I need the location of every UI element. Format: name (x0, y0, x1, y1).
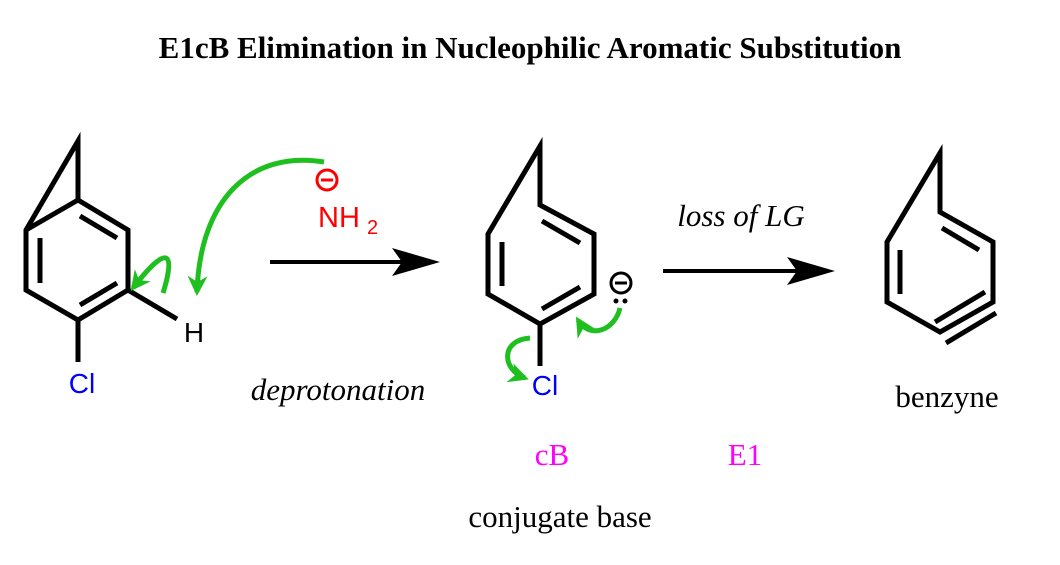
reactant-hydrogen: H (184, 317, 204, 348)
reagent-amide: NH 2 (315, 168, 378, 239)
reaction-arrow-1 (270, 248, 440, 276)
label-cb: cB (535, 437, 569, 472)
product-benzyne (884, 143, 998, 346)
intermediate-chlorine: Cl (532, 370, 558, 401)
reactant-chlorine: Cl (69, 368, 95, 399)
curved-arrow-base-to-h (187, 157, 325, 296)
step1-label: deprotonation (251, 372, 426, 407)
curved-arrow-ch-bond (130, 255, 172, 294)
curved-arrow-c-cl-bond (505, 335, 531, 383)
curved-arrow-lone-pair (575, 307, 623, 339)
reagent-subscript: 2 (367, 217, 378, 239)
reactant-chlorotoluene: Cl H (23, 131, 204, 399)
reaction-arrow-2 (663, 257, 835, 285)
intermediate-label: conjugate base (468, 499, 651, 534)
label-e1: E1 (728, 437, 762, 472)
intermediate-carbanion: Cl (485, 136, 633, 401)
product-label: benzyne (895, 379, 998, 414)
reagent-nh: NH (318, 202, 360, 234)
diagram-title: E1cB Elimination in Nucleophilic Aromati… (159, 30, 902, 65)
step2-label: loss of LG (677, 198, 804, 233)
